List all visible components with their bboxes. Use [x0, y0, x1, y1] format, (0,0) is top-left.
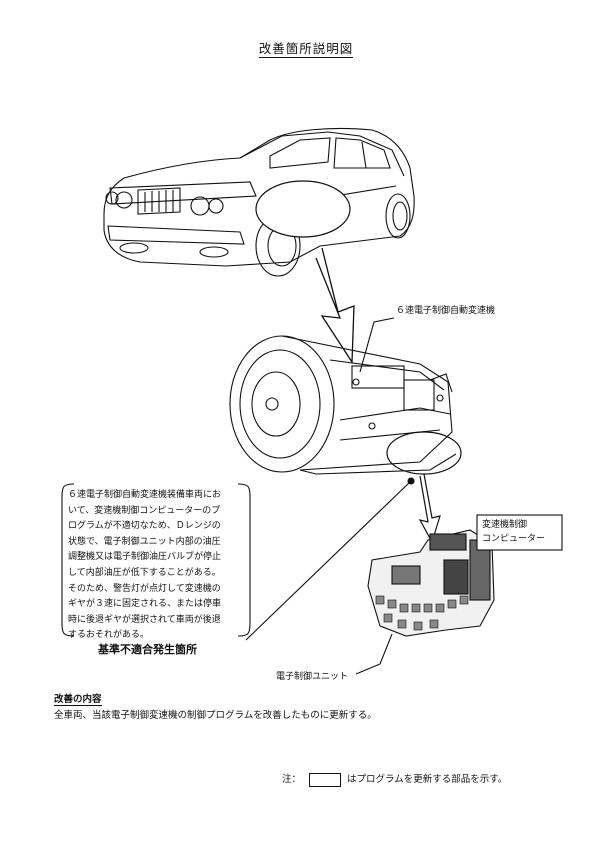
remedy-body: 全車両、当該電子制御変速機の制御プログラムを改善したものに更新する。 [54, 710, 377, 721]
tcm-label-line-2: コンピューター [482, 534, 546, 544]
tcm-label-line-1: 変速機制御 [482, 520, 528, 530]
valve-body-leader [379, 633, 393, 665]
defect-box-right-brace [237, 483, 251, 637]
remedy-heading: 改善の内容 [54, 694, 102, 706]
defect-line: して内部油圧が低下することがある。 [68, 567, 221, 578]
defect-line: 時に後退ギヤが選択されて車両が後退 [68, 614, 221, 625]
defect-description: ６速電子制御自動変速機装備車両にお いて、変速機制御コンピューターのプ ログラム… [68, 488, 250, 644]
arrow-car-to-transmission [315, 247, 355, 365]
defect-line: 調整機又は電子制御油圧バルブが停止 [68, 552, 222, 563]
transmission-illustration [229, 335, 462, 475]
defect-line: ６速電子制御自動変速機装備車両にお [68, 490, 222, 500]
valve-body-illustration [367, 514, 563, 637]
legend-note: 注： はプログラムを更新する部品を示す。 [282, 771, 507, 787]
defect-line: ログラムが不適切なため、Ｄレンジの [68, 521, 221, 532]
defect-line: するおそれがある。 [68, 630, 150, 641]
defect-box-left-brace [61, 483, 75, 637]
defect-line: そのため、警告灯が点灯して変速機の [68, 583, 221, 594]
defect-line: いて、変速機制御コンピューターのプ [68, 505, 221, 516]
defect-line: ギヤが３速に固定される、または停車 [68, 599, 222, 610]
car-illustration [103, 127, 415, 277]
note-prefix: 注： [282, 774, 302, 785]
transmission-label: ６速電子制御自動変速機 [396, 306, 496, 316]
defect-leader [245, 480, 412, 641]
defect-caption: 基準不適合発生箇所 [98, 643, 197, 656]
tcm-label: 変速機制御 コンピューター [482, 518, 545, 546]
valve-body-leader-2 [355, 663, 381, 675]
arrow-transmission-to-valve [418, 473, 441, 544]
transmission-leader [359, 317, 395, 373]
defect-line: 状態で、電子制御ユニット内部の油圧 [68, 536, 221, 547]
legend-box-symbol [309, 772, 342, 787]
note-suffix: はプログラムを更新する部品を示す。 [347, 774, 508, 785]
page-title: 改善箇所説明図 [258, 41, 354, 58]
valve-body-label: 電子制御ユニット [276, 672, 349, 682]
